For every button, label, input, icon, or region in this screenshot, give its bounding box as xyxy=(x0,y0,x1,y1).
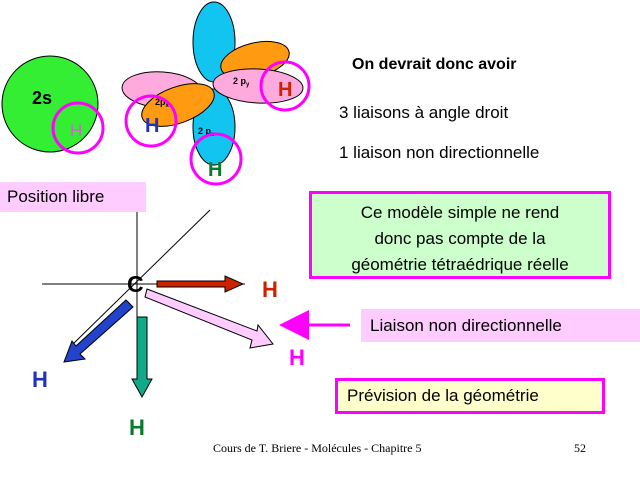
hydrogen-green: H xyxy=(129,415,145,440)
bond-arrow-red xyxy=(156,275,245,293)
bond-arrow-pink xyxy=(144,288,274,349)
hydrogen-2px: H xyxy=(145,115,159,137)
page-number: 52 xyxy=(574,441,586,455)
diagonal-axis-line xyxy=(71,209,211,346)
orbital-2px-label: 2px xyxy=(155,97,170,109)
model-line-1: Ce modèle simple ne rend xyxy=(360,203,560,222)
hydrogen-2s: H xyxy=(70,121,82,140)
hydrogen-pink: H xyxy=(289,345,305,370)
hydrogen-red: H xyxy=(262,277,278,302)
h-circle-2pz xyxy=(189,132,243,186)
bond-arrow-blue xyxy=(63,299,134,363)
orbital-2s xyxy=(1,55,99,153)
carbon-atom: C xyxy=(127,271,144,297)
label-geometry-prediction: Prévision de la géométrie xyxy=(335,378,605,414)
statement-non-directional-bond: 1 liaison non directionnelle xyxy=(339,143,540,162)
h-circle-2s xyxy=(51,101,105,155)
model-limitation-box: Ce modèle simple ne rend donc pas compte… xyxy=(309,191,611,279)
label-non-directional-bond: Liaison non directionnelle xyxy=(361,309,640,342)
heading-expected: On devrait donc avoir xyxy=(352,56,517,73)
h-circle-2px xyxy=(124,94,178,148)
orbital-2s-label: 2s xyxy=(32,88,52,108)
bond-arrow-green xyxy=(131,316,153,399)
model-line-3: géométrie tétraédrique réelle xyxy=(351,255,569,274)
orbital-2py-label: 2 py xyxy=(233,76,250,88)
hydrogen-blue: H xyxy=(32,367,48,392)
statement-right-angle-bonds: 3 liaisons à angle droit xyxy=(339,103,509,122)
footer-course-title: Cours de T. Briere - Molécules - Chapitr… xyxy=(213,441,422,455)
orbital-2px-lobe-left xyxy=(141,83,215,127)
orbital-2py-lobe-right xyxy=(212,68,304,104)
h-circle-2py xyxy=(259,60,311,112)
hydrogen-2py: H xyxy=(278,79,292,101)
model-line-2: donc pas compte de la xyxy=(374,229,546,248)
hydrogen-2pz: H xyxy=(208,159,222,181)
label-position-libre: Position libre xyxy=(0,182,146,212)
